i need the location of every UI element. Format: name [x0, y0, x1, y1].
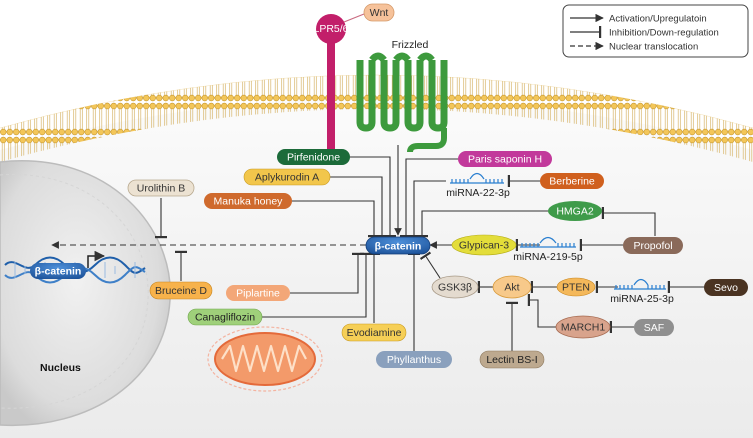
frizzled-label: Frizzled: [392, 39, 429, 51]
propofol-hmga2-edge: [601, 207, 656, 236]
legend: Activation/Upregulatoin Inhibition/Down-…: [562, 4, 749, 58]
nuclear-beta-catenin-node: [30, 263, 86, 279]
lectin-label: Lectin BS-I: [486, 354, 537, 366]
akt-label: Akt: [504, 282, 519, 294]
beta-catenin-label: β-catenin: [375, 241, 422, 253]
nuclear-beta-catenin-label: β-catenin: [35, 266, 82, 278]
manuka-node: [204, 193, 292, 209]
evodiamine-node: [341, 323, 407, 342]
legend-activation-label: Activation/Upregulatoin: [609, 14, 707, 25]
propofol-label: Propofol: [633, 240, 672, 252]
canagliflozin-node: [187, 308, 263, 326]
paris-edge: [400, 158, 458, 238]
aplykurodin-node: [243, 168, 331, 186]
march1-node: [555, 315, 611, 339]
berberine-node: [540, 173, 604, 189]
manuka-label: Manuka honey: [214, 196, 284, 208]
pirfenidone-edge: [350, 156, 396, 238]
nucleus-label: Nucleus: [40, 362, 81, 374]
mirna25-icon: [614, 278, 666, 290]
hmga2-node: [548, 201, 602, 221]
akt-node: [492, 275, 532, 299]
pirfenidone-label: Pirfenidone: [287, 152, 340, 164]
paris-label: Paris saponin H: [468, 154, 542, 166]
evodiamine-label: Evodiamine: [347, 327, 402, 339]
paris-node: [458, 151, 552, 167]
piplartine-node: [226, 285, 290, 301]
piplartine-edge: [290, 252, 364, 294]
phyllanthus-node: [376, 351, 452, 368]
beta-catenin-hub: [365, 236, 431, 255]
wnt-lrp-link: [343, 13, 365, 23]
march1-akt-edge: [527, 294, 556, 328]
legend-translocation-label: Nuclear translocation: [609, 42, 698, 53]
aplykurodin-label: Aplykurodin A: [255, 172, 319, 184]
march1-label: MARCH1: [561, 322, 605, 334]
propofol-node: [623, 237, 683, 254]
pten-node: [556, 277, 596, 297]
interaction-edges: [51, 145, 704, 351]
cell-membrane: [0, 74, 753, 162]
nucleus: [0, 160, 171, 427]
gsk3b-node: [431, 275, 479, 299]
lectin-node: [479, 350, 545, 369]
saf-label: SAF: [644, 322, 664, 334]
glypican-label: Glypican-3: [459, 240, 509, 252]
berberine-label: Berberine: [549, 176, 595, 188]
mirna219-label: miRNA-219-5p: [513, 251, 583, 263]
lrp-receptor: [316, 14, 346, 155]
canagliflozin-edge: [262, 252, 372, 318]
piplartine-label: Piplartine: [236, 288, 280, 300]
gsk3b-label: GSK3β: [438, 282, 472, 294]
mirna22-icon: [450, 172, 504, 184]
bruceine-label: Bruceine D: [155, 285, 207, 297]
sevo-label: Sevo: [714, 282, 738, 294]
sevo-node: [704, 279, 748, 296]
frizzled-receptor: [356, 52, 448, 153]
hmga2-edge: [416, 210, 548, 238]
mitochondrion-icon: [207, 326, 323, 392]
mirna22-label: miRNA-22-3p: [446, 187, 510, 199]
phyllanthus-label: Phyllanthus: [387, 354, 441, 366]
mirna22-edge: [408, 180, 446, 238]
legend-inhibition-label: Inhibition/Down-regulation: [609, 28, 719, 39]
urolithin-node: [127, 179, 195, 197]
saf-node: [634, 319, 674, 336]
manuka-edge: [292, 200, 380, 238]
wnt-label: Wnt: [370, 7, 389, 19]
wnt-ligand: [363, 3, 395, 22]
canagliflozin-label: Canagliflozin: [195, 312, 255, 324]
gsk3b-edge: [419, 251, 441, 279]
lrp-label: LPR5/6: [313, 23, 348, 35]
bruceine-node: [149, 281, 213, 300]
pten-label: PTEN: [562, 282, 590, 294]
aplykurodin-edge: [330, 176, 388, 238]
hmga2-label: HMGA2: [556, 206, 594, 218]
urolithin-label: Urolithin B: [137, 183, 185, 195]
mirna219-icon: [520, 236, 576, 248]
mirna25-label: miRNA-25-3p: [610, 293, 674, 305]
glypican-node: [451, 234, 517, 256]
pirfenidone-node: [277, 149, 350, 165]
transcription-start-arrow: [87, 250, 106, 268]
